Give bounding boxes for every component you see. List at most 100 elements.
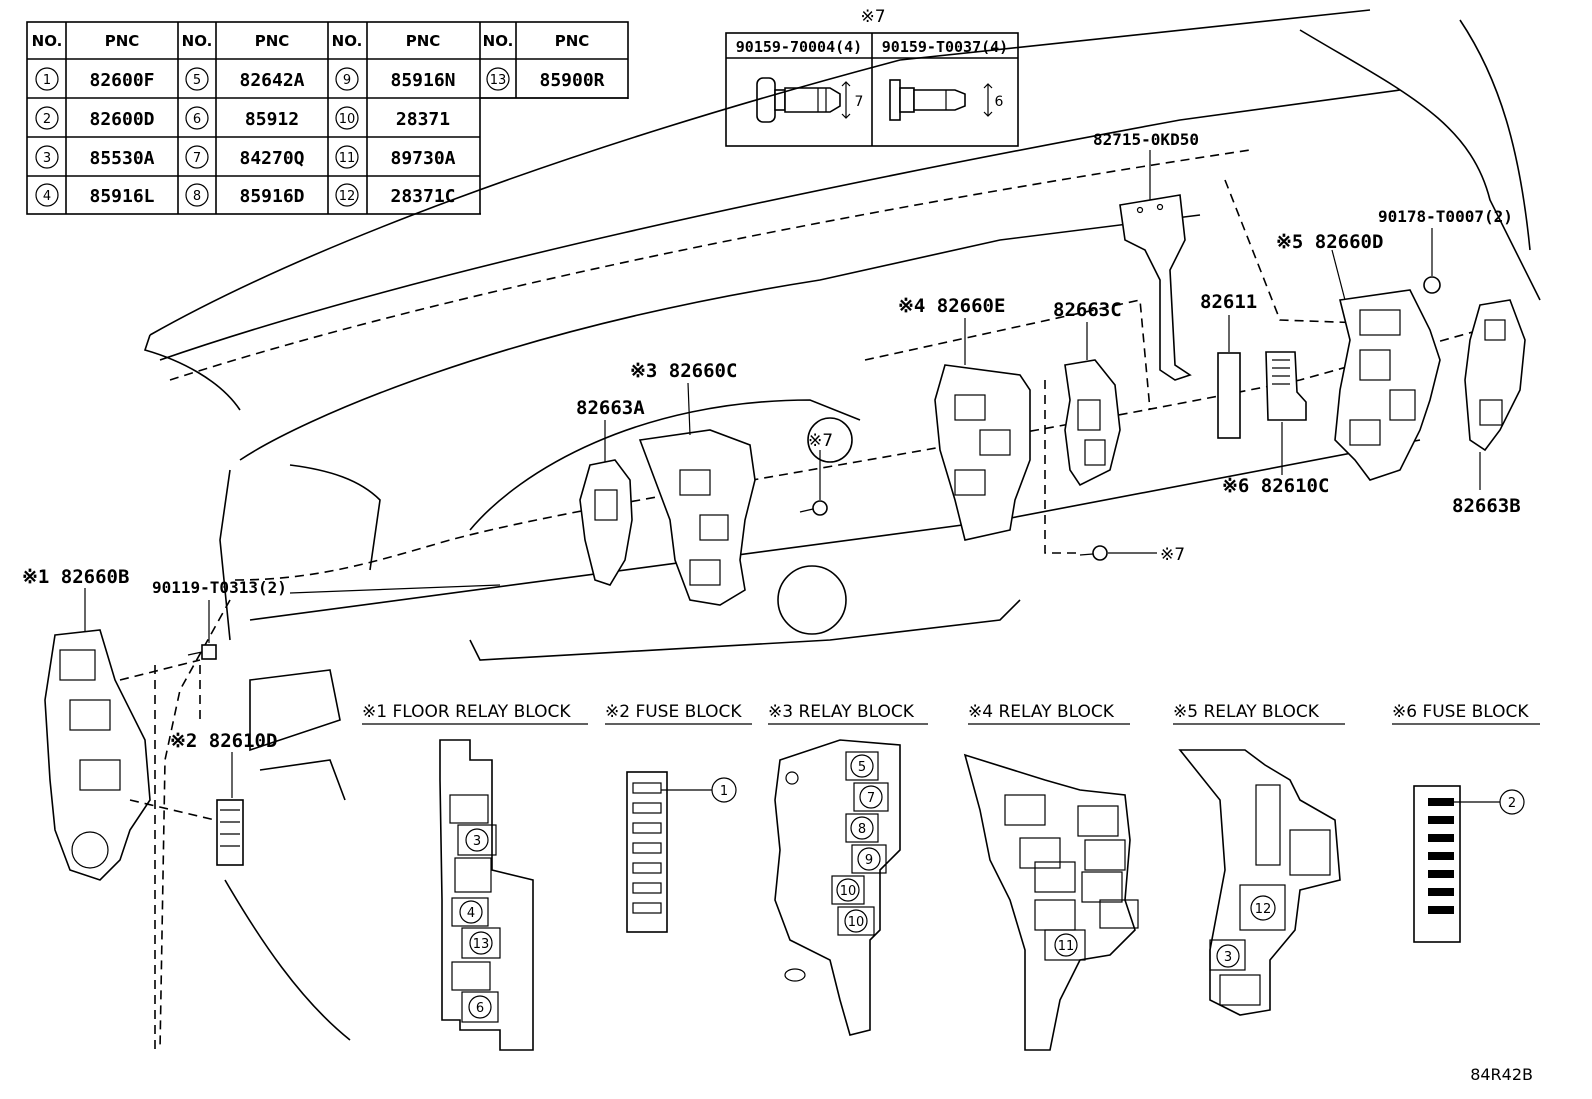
label-82663b: 82663B	[1452, 495, 1521, 517]
caption-fuse-block-6: ※6 FUSE BLOCK	[1392, 702, 1529, 722]
table-row-no: 5	[193, 73, 201, 88]
table-row-pnc: 82600F	[89, 70, 154, 91]
bolt-right-dim: 6	[995, 94, 1004, 110]
table-header-no-2: NO.	[182, 32, 213, 50]
bolt-box-mark: ※7	[860, 7, 885, 27]
bolt-right-part: 90159-T0037(4)	[882, 38, 1008, 56]
table-row-pnc: 85916N	[390, 70, 455, 91]
table-row-pnc: 85530A	[89, 148, 154, 169]
table-row-no: 9	[343, 73, 351, 88]
label-82610d: ※2 82610D	[170, 730, 277, 752]
relay-block-detail-3: 5 7 8 9 10 10	[774, 739, 901, 1036]
figure-code: 84R42B	[1470, 1065, 1533, 1084]
bolt-box: ※7 90159-70004(4) 90159-T0037(4) 7 6	[725, 7, 1019, 147]
relay-block-82660c	[638, 429, 756, 606]
label-star7-lower: ※7	[1160, 545, 1185, 565]
part-82611	[1217, 352, 1241, 439]
marker: 7	[867, 791, 875, 806]
table-header-no-1: NO.	[32, 32, 63, 50]
table-header-no-4: NO.	[483, 32, 514, 50]
marker: 12	[1255, 902, 1272, 917]
label-90178-t0007: 90178-T0007(2)	[1378, 207, 1513, 226]
relay-block-detail-5: 12 3	[1178, 749, 1341, 1016]
relay-block-82660e	[934, 364, 1031, 541]
label-82660c: ※3 82660C	[630, 360, 737, 382]
floor-relay-block-82660b	[44, 629, 151, 881]
marker: 6	[476, 1001, 484, 1016]
label-82611: 82611	[1200, 291, 1257, 313]
table-row-pnc: 89730A	[390, 148, 455, 169]
bolt-left-part: 90159-70004(4)	[736, 38, 862, 56]
instrument-panel-outline	[143, 9, 1541, 1051]
table-row-no: 7	[193, 151, 201, 166]
marker: 11	[1058, 939, 1075, 954]
hex-bolt-icon	[889, 79, 993, 121]
marker: 10	[848, 915, 865, 930]
table-row-no: 8	[193, 189, 201, 204]
table-row-pnc: 85916L	[89, 186, 154, 207]
bolt-left-dim: 7	[855, 94, 864, 110]
screw-icon	[1079, 545, 1108, 561]
label-82663a: 82663A	[576, 397, 645, 419]
table-row-pnc: 28371	[396, 109, 450, 130]
bracket-82663a	[579, 459, 633, 586]
relay-block-82660d	[1334, 289, 1441, 481]
label-82715-0kd50: 82715-0KD50	[1093, 130, 1199, 149]
caption-relay-block-4: ※4 RELAY BLOCK	[968, 702, 1115, 722]
fuse-block-detail-2: 1	[626, 771, 737, 933]
caption-floor-relay-block: ※1 FLOOR RELAY BLOCK	[362, 702, 571, 722]
marker: 2	[1508, 796, 1516, 811]
table-row-pnc: 85912	[245, 109, 299, 130]
caption-relay-block-5: ※5 RELAY BLOCK	[1173, 702, 1320, 722]
marker: 9	[865, 853, 873, 868]
label-star7-upper: ※7	[808, 431, 833, 451]
fuse-block-82610d	[216, 799, 244, 866]
table-row-no: 13	[490, 73, 507, 88]
table-header-pnc-4: PNC	[555, 32, 590, 50]
caption-fuse-block-2: ※2 FUSE BLOCK	[605, 702, 742, 722]
label-82660b: ※1 82660B	[22, 566, 129, 588]
screw-icon	[799, 500, 828, 516]
table-row-pnc: 82642A	[239, 70, 304, 91]
table-row-pnc: 85916D	[239, 186, 304, 207]
bolt-90119-icon	[187, 644, 217, 660]
table-row-no: 4	[43, 189, 51, 204]
table-row-no: 12	[339, 189, 356, 204]
table-header-no-3: NO.	[332, 32, 363, 50]
bracket-82663c	[1064, 359, 1121, 487]
table-row-no: 11	[339, 151, 356, 166]
table-header-pnc-1: PNC	[105, 32, 140, 50]
table-header-pnc-3: PNC	[406, 32, 441, 50]
marker: 3	[1224, 950, 1232, 965]
label-82663c: 82663C	[1053, 299, 1122, 321]
marker: 1	[720, 784, 728, 799]
fuse-block-detail-6: 2	[1413, 785, 1525, 943]
bracket-82715	[1119, 194, 1192, 381]
marker: 4	[467, 906, 475, 921]
table-row-pnc: 85900R	[539, 70, 604, 91]
table-row-pnc: 82600D	[89, 109, 154, 130]
table-row-no: 1	[43, 73, 51, 88]
marker: 5	[858, 760, 866, 775]
relay-block-detail-4: 11	[963, 753, 1139, 1051]
table-row-pnc: 84270Q	[239, 148, 304, 169]
label-82660d: ※5 82660D	[1276, 231, 1383, 253]
marker: 3	[473, 834, 481, 849]
nut-90178	[1423, 276, 1441, 294]
parts-table: NO. PNC NO. PNC NO. PNC NO. PNC 1 82600F…	[26, 21, 631, 217]
label-90119-t0313: 90119-T0313(2)	[152, 578, 287, 597]
table-row-no: 10	[339, 112, 356, 127]
table-row-pnc: 28371C	[390, 186, 455, 207]
table-row-no: 3	[43, 151, 51, 166]
marker: 13	[473, 937, 490, 952]
table-row-no: 6	[193, 112, 201, 127]
caption-relay-block-3: ※3 RELAY BLOCK	[768, 702, 915, 722]
flange-bolt-icon	[756, 77, 851, 123]
label-82610c: ※6 82610C	[1222, 475, 1329, 497]
label-82660e: ※4 82660E	[898, 295, 1005, 317]
fuse-block-82610c	[1265, 351, 1307, 421]
table-header-pnc-2: PNC	[255, 32, 290, 50]
marker: 10	[840, 884, 857, 899]
marker: 8	[858, 822, 866, 837]
